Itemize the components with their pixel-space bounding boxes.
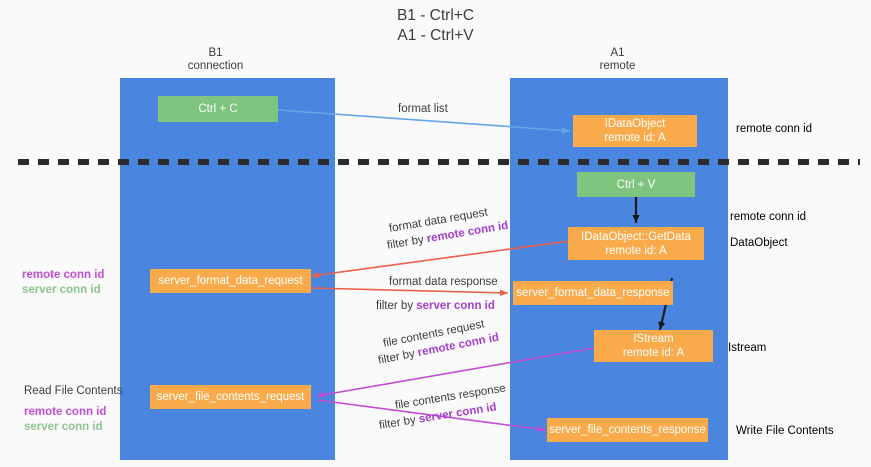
annotation-read-file-contents: Read File Contents xyxy=(24,385,123,397)
annotation-right-write-file: Write File Contents xyxy=(736,425,834,437)
node-server-format-data-response[interactable]: server_format_data_response xyxy=(513,281,673,305)
node-getdata-remote-id: remote id: A xyxy=(605,244,667,257)
node-server-file-contents-request[interactable]: server_file_contents_request xyxy=(150,385,311,409)
node-getdata[interactable]: IDataObject::GetData remote id: A xyxy=(568,227,704,260)
edge-label-format-data-response-line2: filter by server conn id xyxy=(376,299,495,313)
lane-header-b1: B1 connection xyxy=(158,47,273,73)
lane-b1-sub: connection xyxy=(187,60,244,72)
annotation-right-top-remote: remote conn id xyxy=(736,123,813,135)
node-server-file-contents-response[interactable]: server_file_contents_response xyxy=(547,418,708,442)
node-server-format-data-request[interactable]: server_format_data_request xyxy=(150,269,311,293)
lane-a1-sub: remote xyxy=(599,60,636,72)
node-server-format-data-request-label: server_format_data_request xyxy=(158,275,303,287)
annotation-right-istream: Istream xyxy=(728,342,767,354)
edge-format-data-response xyxy=(310,287,509,296)
title-line-1: B1 - Ctrl+C xyxy=(396,7,475,24)
annotation-right-mid-remote: remote conn id xyxy=(730,211,807,223)
annotation-left-mid-remote: remote conn id xyxy=(22,269,105,281)
annotation-left-mid-server: server conn id xyxy=(22,284,101,296)
lane-header-a1: A1 remote xyxy=(560,47,675,73)
node-ctrl-v[interactable]: Ctrl + V xyxy=(577,172,695,197)
annotation-left-bottom: Read File Contents remote conn id server… xyxy=(24,384,122,435)
node-server-file-contents-request-label: server_file_contents_request xyxy=(156,391,305,403)
annotation-left-bottom-remote: remote conn id xyxy=(24,406,107,418)
node-idataobject[interactable]: IDataObject remote id: A xyxy=(573,115,697,147)
annotation-left-bottom-server: server conn id xyxy=(24,421,103,433)
lane-a1-name: A1 xyxy=(610,47,625,59)
node-server-format-data-response-label: server_format_data_response xyxy=(516,287,670,299)
node-istream-title: IStream xyxy=(633,333,674,345)
title-line-2: A1 - Ctrl+V xyxy=(397,27,474,44)
page-title: B1 - Ctrl+C A1 - Ctrl+V xyxy=(0,6,871,46)
edge-file-contents-response xyxy=(316,399,547,433)
node-ctrl-c-label: Ctrl + C xyxy=(198,103,238,115)
edge-format-list xyxy=(277,109,571,134)
node-ctrl-c[interactable]: Ctrl + C xyxy=(158,96,278,122)
edge-label-format-list: format list xyxy=(398,103,448,115)
annotation-right-dataobject: DataObject xyxy=(730,237,788,249)
lane-b1-name: B1 xyxy=(208,47,223,59)
annotation-left-mid: remote conn id server conn id xyxy=(22,268,104,298)
edge-format-data-request xyxy=(310,239,578,279)
node-istream-remote-id: remote id: A xyxy=(622,347,685,359)
node-istream[interactable]: IStream remote id: A xyxy=(594,330,713,362)
node-server-file-contents-response-label: server_file_contents_response xyxy=(549,424,706,436)
node-idataobject-remote-id: remote id: A xyxy=(604,132,666,144)
edge-label-format-data-response-line1: format data response xyxy=(389,276,498,288)
filter-by-text-2: filter by xyxy=(376,300,417,312)
key-server-conn-id-1: server conn id xyxy=(416,300,495,312)
node-ctrl-v-label: Ctrl + V xyxy=(616,178,656,191)
node-getdata-title: IDataObject::GetData xyxy=(581,230,691,243)
node-idataobject-title: IDataObject xyxy=(604,118,666,130)
edge-file-contents-request xyxy=(316,347,595,398)
